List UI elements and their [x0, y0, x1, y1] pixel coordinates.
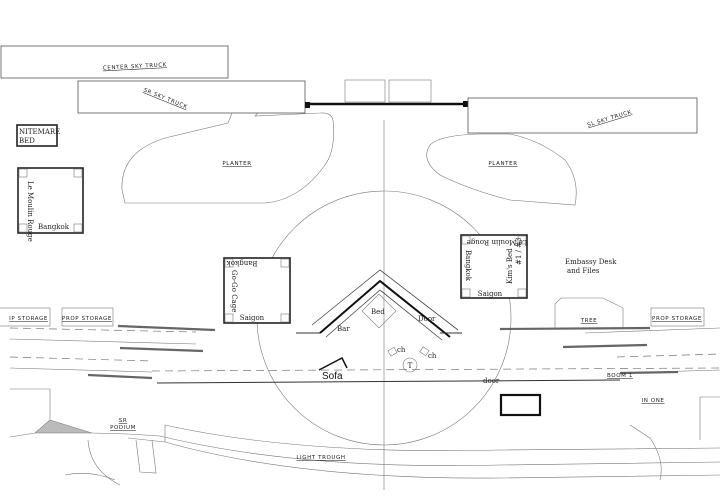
- prop-storage-left-label: PROP STORAGE: [62, 316, 112, 322]
- upstage-box-left: [344, 79, 386, 103]
- unit-center-top-label: Bangkok: [226, 259, 258, 267]
- unit-left-bottom-label: Bangkok: [38, 223, 70, 231]
- unit-left-side-label: Le Moulin Rouge: [26, 181, 34, 242]
- door-unit-label: Door: [418, 315, 436, 323]
- planter-right: PLANTER: [426, 133, 577, 206]
- header-post-right: [463, 101, 468, 107]
- sr-podium-label-1: SR: [119, 418, 128, 424]
- embassy-label-2: and Files: [567, 267, 600, 275]
- planter-left: PLANTER: [121, 112, 334, 204]
- sl-sky-truck[interactable]: SL SKY TRUCK: [467, 97, 698, 134]
- planter-left-label: PLANTER: [222, 161, 251, 167]
- nitemare-bed-label-2: BED: [19, 137, 35, 145]
- kims-bed-unit[interactable]: Le Moulin Rouge Bangkok Kim's Bed #1 / #…: [460, 234, 528, 299]
- unit-right-side-right-label: Kim's Bed: [506, 248, 514, 284]
- center-sky-truck-label: CENTER SKY TRUCK: [103, 62, 167, 71]
- apron: [9, 388, 720, 486]
- ip-storage-label: IP STORAGE: [9, 316, 48, 322]
- le-moulin-rouge-unit[interactable]: Le Moulin Rouge Bangkok: [17, 167, 84, 242]
- boom-1-label: BOOM 1: [607, 373, 633, 379]
- unit-right-side-left-label: Bangkok: [464, 250, 472, 282]
- nitemare-bed[interactable]: NITEMARE BED: [16, 124, 60, 147]
- unit-center-side-label: Go-Go Cage: [230, 270, 238, 312]
- table-label: T: [408, 362, 413, 370]
- prop-storage-right: PROP STORAGE: [650, 307, 705, 327]
- light-trough-label: LIGHT TROUGH: [296, 455, 345, 461]
- bar-bed-door-unit[interactable]: Bar Bed Door: [296, 269, 462, 341]
- header-post-left: [305, 102, 310, 108]
- unit-center-bottom-label: Saigon: [240, 314, 265, 322]
- chair-2[interactable]: ch: [419, 346, 437, 360]
- sr-sky-truck-label: SR SKY TRUCK: [142, 87, 188, 110]
- sofa-label: Sofa: [322, 371, 343, 382]
- unit-right-top-label: Le Moulin Rouge: [467, 238, 528, 246]
- downstage-box[interactable]: [499, 393, 542, 417]
- sr-sky-truck[interactable]: SR SKY TRUCK: [77, 80, 306, 114]
- prop-storage-right-label: PROP STORAGE: [652, 316, 702, 322]
- center-sky-truck[interactable]: CENTER SKY TRUCK: [0, 45, 229, 79]
- chair-1-label: ch: [397, 346, 406, 354]
- unit-right-side-right2-label: #1 / #3: [515, 238, 523, 265]
- embassy-label-1: Embassy Desk: [565, 258, 617, 266]
- bed-label: Bed: [371, 308, 385, 316]
- upstage-box-right: [388, 79, 432, 103]
- sl-sky-truck-label: SL SKY TRUCK: [587, 109, 633, 128]
- unit-right-bottom-label: Saigon: [478, 290, 503, 298]
- sofa[interactable]: Sofa: [318, 356, 348, 382]
- tree: TREE: [554, 297, 624, 328]
- door-label: door: [483, 377, 500, 385]
- nitemare-bed-label-1: NITEMARE: [19, 128, 60, 136]
- go-go-cage-unit[interactable]: Bangkok Go-Go Cage Saigon: [223, 257, 291, 324]
- table[interactable]: T: [402, 357, 418, 373]
- tree-label: TREE: [580, 318, 598, 324]
- stage-lines: [9, 324, 720, 384]
- planter-right-label: PLANTER: [488, 161, 517, 167]
- sr-podium: SR PODIUM: [110, 418, 136, 431]
- chair-1[interactable]: ch: [387, 346, 406, 357]
- sr-podium-label-2: PODIUM: [110, 425, 136, 431]
- chair-2-label: ch: [428, 352, 437, 360]
- ip-storage: IP STORAGE: [0, 307, 51, 327]
- in-one-label: IN ONE: [641, 398, 664, 404]
- bar-label: Bar: [337, 325, 350, 333]
- prop-storage-left: PROP STORAGE: [61, 307, 114, 327]
